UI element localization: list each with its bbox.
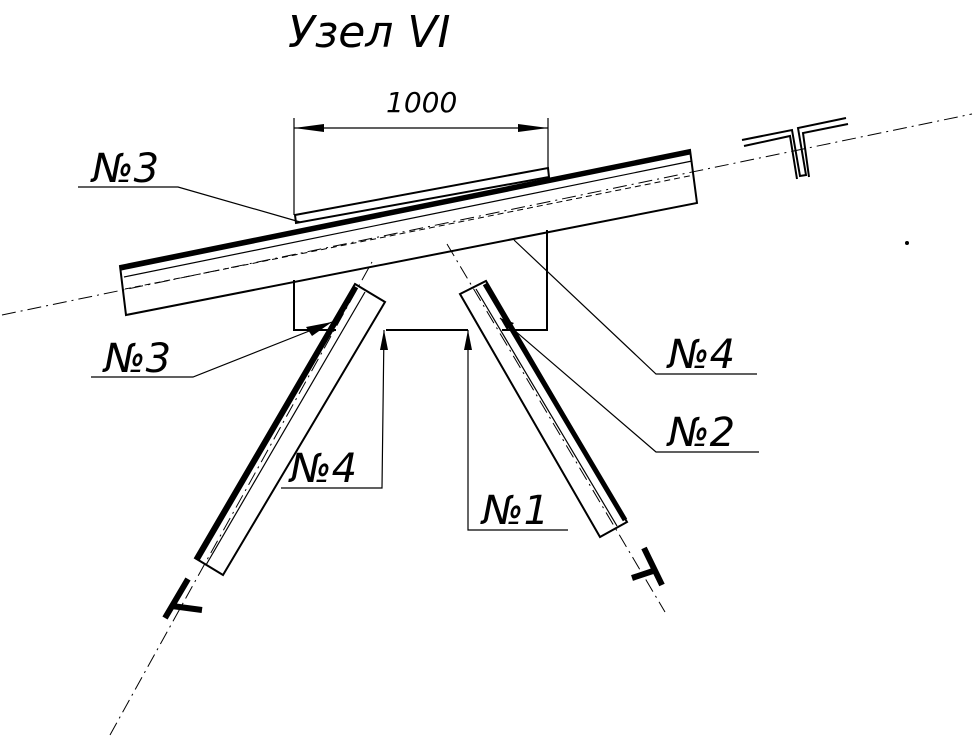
callout-left: №3 [102,336,171,382]
leader-left [91,321,333,378]
callout-leaders [78,186,759,531]
left-diagonal-axis [109,261,373,736]
pad-plate [293,166,551,225]
right-brace-flange [482,282,628,522]
tee-section-icon [741,117,847,178]
leader-top-left [78,186,301,223]
angle-section-icon-left [162,577,203,620]
leader-right-upper [513,239,757,375]
callout-right-upper: №4 [666,332,735,378]
right-brace-inner-line [475,288,618,527]
left-brace [193,282,387,577]
section-symbol-right [631,546,665,587]
leader-arrow-center-left [380,330,388,350]
gusset-plate-right [502,230,548,331]
top-chord-flange [120,149,691,271]
dimension-arrow-right [518,124,548,132]
main-axis-line [1,113,973,316]
angle-section-icon-right [631,546,665,587]
dimension-arrow-left [294,124,324,132]
drawing-title: Узел VI [288,7,450,58]
left-brace-flange [194,285,359,562]
right-diagonal-axis [446,243,666,613]
axis-lines [1,113,973,736]
callout-right-middle: №2 [666,410,735,456]
section-symbol-left [162,577,203,620]
section-symbol-top-right [741,117,849,180]
tee-section-icon-inner [743,134,798,180]
top-chord [118,148,699,317]
right-brace-outline [458,279,629,539]
callout-center-left: №4 [288,446,357,492]
tee-section-icon-inner-right [801,123,849,178]
leader-arrow-right-middle [500,318,514,330]
top-chord-hidden-line [124,174,695,290]
leader-arrow-center-right [464,330,472,350]
dimension-value: 1000 [386,86,457,119]
callout-top-left: №3 [90,146,159,192]
left-brace-outline [193,282,387,577]
dimension-1000: 1000 [293,86,549,215]
leader-center-left [281,329,385,489]
top-chord-outline [118,148,699,317]
leader-center-right [467,330,568,531]
leader-arrow-left [306,322,332,336]
left-brace-inner-line [205,291,366,566]
gusset-plate [293,280,336,331]
callout-center-right: №1 [480,488,549,534]
stray-dot [905,241,909,245]
top-chord-inner-line [123,160,693,278]
leader-right-middle [499,317,759,453]
